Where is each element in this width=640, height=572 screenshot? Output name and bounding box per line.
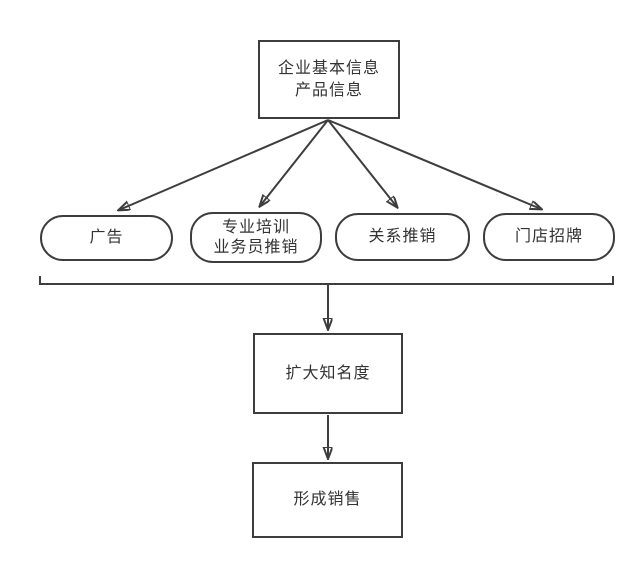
node-company-info-line2: 产品信息 — [294, 81, 363, 99]
edge-root-to-relationship — [327, 119, 397, 207]
edge-root-to-ad — [119, 119, 329, 210]
channels-bracket — [39, 276, 614, 285]
node-expand-awareness-label: 扩大知名度 — [285, 364, 371, 382]
edge-root-to-storefront — [327, 119, 541, 209]
node-relationship-marketing: 关系推销 — [335, 213, 470, 261]
node-advertising-label: 广告 — [89, 229, 124, 247]
node-training-sales-line2: 业务员推销 — [213, 238, 299, 256]
node-advertising: 广告 — [40, 215, 173, 261]
edge-root-to-training — [260, 119, 329, 206]
node-training-sales: 专业培训 业务员推销 — [190, 212, 322, 263]
node-company-info: 企业基本信息 产品信息 — [258, 40, 400, 119]
node-form-sales-label: 形成销售 — [293, 491, 362, 509]
node-storefront-sign-label: 门店招牌 — [514, 228, 583, 246]
node-company-info-line1: 企业基本信息 — [277, 59, 380, 77]
node-expand-awareness: 扩大知名度 — [253, 333, 403, 414]
node-form-sales: 形成销售 — [252, 462, 403, 538]
node-relationship-marketing-label: 关系推销 — [368, 228, 437, 246]
node-training-sales-line1: 专业培训 — [221, 218, 290, 236]
node-storefront-sign: 门店招牌 — [483, 213, 615, 261]
